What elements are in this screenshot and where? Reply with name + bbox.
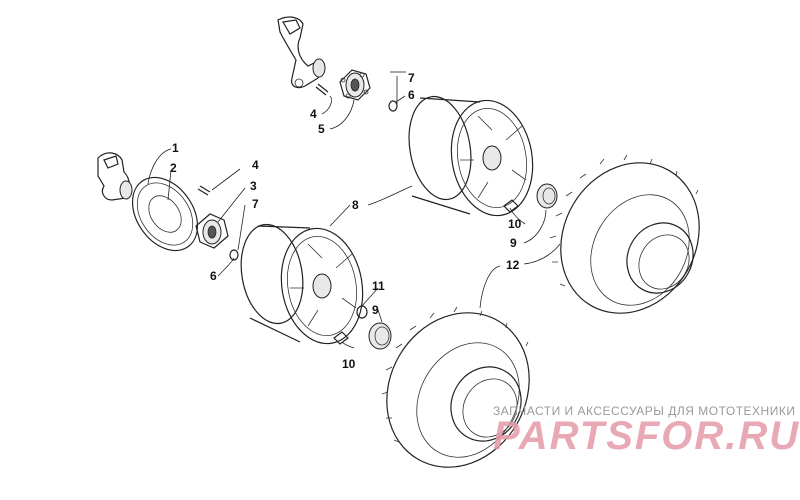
callout-7-upper: 7	[408, 71, 415, 85]
lower-knuckle	[97, 152, 133, 201]
callout-7-lower: 7	[252, 197, 259, 211]
callout-2: 2	[170, 161, 177, 175]
leader-lines	[147, 71, 561, 349]
lower-valve-stem	[333, 331, 349, 345]
callout-9-upper: 9	[510, 236, 517, 250]
callout-4-upper: 4	[310, 107, 317, 121]
callout-6-lower: 6	[210, 269, 217, 283]
upper-hub	[339, 69, 371, 101]
callout-12: 12	[506, 258, 520, 272]
upper-wheel-rim	[408, 95, 534, 217]
callout-8: 8	[352, 198, 359, 212]
callout-6-upper: 6	[408, 88, 415, 102]
callout-10-lower: 10	[342, 357, 356, 371]
upper-hub-cap	[536, 183, 558, 209]
upper-lug-nut	[388, 100, 398, 112]
callout-5: 5	[318, 122, 325, 136]
callout-4-lower: 4	[252, 158, 259, 172]
callout-10-upper: 10	[508, 217, 522, 231]
lower-wheel-rim	[240, 223, 364, 345]
upper-knuckle	[277, 16, 326, 89]
callout-1: 1	[172, 141, 179, 155]
upper-stud	[315, 83, 329, 96]
lower-stud	[197, 185, 211, 196]
lower-lug-nut	[229, 249, 239, 261]
lower-tire	[381, 306, 530, 468]
lower-hub-cap	[368, 322, 392, 350]
brake-disc	[131, 176, 199, 252]
watermark-logo: PARTSFOR.RU	[493, 414, 800, 458]
callout-9-lower: 9	[372, 303, 379, 317]
watermark-tagline: ЗАПЧАСТИ И АКСЕССУАРЫ ДЛЯ МОТОТЕХНИКИ	[493, 404, 796, 418]
lower-hub	[195, 213, 229, 249]
upper-tire	[549, 154, 700, 314]
callout-3: 3	[250, 179, 257, 193]
callout-11: 11	[372, 279, 385, 293]
upper-valve-stem	[503, 199, 519, 213]
